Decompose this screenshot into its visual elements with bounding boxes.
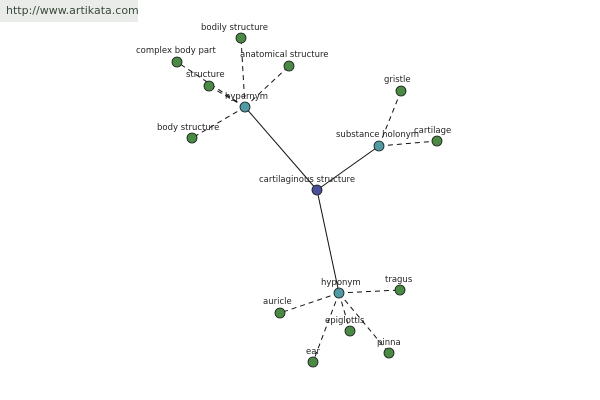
node-label-structure: structure [186, 70, 225, 80]
node-label-tragus: tragus [385, 275, 413, 285]
node-substance-holonym[interactable] [373, 140, 385, 152]
node-label-ear: ear [306, 347, 320, 357]
node-body-structure[interactable] [186, 132, 198, 144]
node-epiglottis[interactable] [344, 325, 356, 337]
labels-layer: cartilaginous structure hypernym substance… [136, 23, 451, 357]
node-ear[interactable] [307, 356, 319, 368]
watermark-url: http://www.artikata.com [0, 0, 139, 22]
node-auricle[interactable] [274, 307, 286, 319]
node-label-gristle: gristle [384, 75, 411, 85]
node-bodily-structure[interactable] [235, 32, 247, 44]
node-complex-body-part[interactable] [171, 56, 183, 68]
node-hypernym[interactable] [239, 101, 251, 113]
edge-hypernym-to-anatomical-structure [244, 65, 290, 108]
node-label-pinna: pinna [377, 338, 401, 348]
edge-hypernym-to-structure [208, 85, 246, 108]
node-gristle[interactable] [395, 85, 407, 97]
node-pinna[interactable] [383, 347, 395, 359]
node-label-anatomical-structure: anatomical structure [240, 50, 329, 60]
node-label-epiglottis: epiglottis [325, 316, 365, 326]
node-tragus[interactable] [394, 284, 406, 296]
node-structure[interactable] [203, 80, 215, 92]
node-anatomical-structure[interactable] [283, 60, 295, 72]
edge-hyponym-to-tragus [338, 289, 401, 294]
edges-layer [176, 37, 438, 363]
node-label-hyponym: hyponym [321, 278, 361, 288]
edge-hypernym-to-body-structure [191, 106, 246, 139]
node-label-body-structure: body structure [157, 123, 219, 133]
edge-cartilaginous-structure-to-substance-holonym [316, 145, 380, 191]
edge-hypernym-to-bodily-structure [240, 37, 246, 108]
edge-substance-holonym-to-cartilage [378, 140, 438, 147]
node-hyponym[interactable] [333, 287, 345, 299]
edge-hyponym-to-auricle [279, 292, 340, 314]
edge-hyponym-to-pinna [338, 292, 390, 354]
nodes-layer [171, 32, 443, 368]
node-label-hypernym: hypernym [225, 92, 268, 102]
node-cartilage[interactable] [431, 135, 443, 147]
edge-cartilaginous-structure-to-hyponym [316, 189, 340, 294]
node-label-cartilaginous-structure: cartilaginous structure [259, 175, 355, 185]
edge-hyponym-to-epiglottis [338, 292, 351, 332]
node-label-bodily-structure: bodily structure [201, 23, 268, 33]
edge-substance-holonym-to-gristle [378, 90, 402, 147]
node-cartilaginous-structure[interactable] [311, 184, 323, 196]
edge-hyponym-to-ear [312, 292, 340, 363]
node-label-auricle: auricle [263, 297, 292, 307]
node-label-cartilage: cartilage [414, 126, 451, 136]
node-label-complex-body-part: complex body part [136, 46, 217, 56]
node-label-substance-holonym: substance holonym [336, 130, 419, 140]
edge-cartilaginous-structure-to-hypernym [244, 106, 318, 191]
